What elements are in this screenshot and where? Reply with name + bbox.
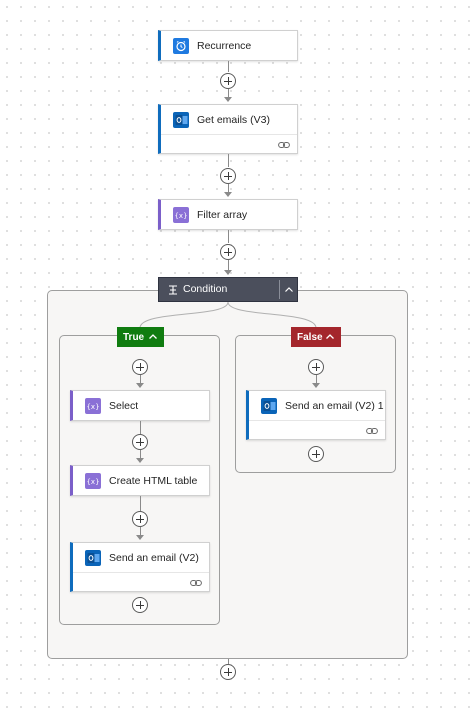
send-email-v2-label: Send an email (V2) bbox=[109, 552, 199, 564]
alarm-clock-icon bbox=[173, 38, 189, 54]
create-html-table-action-card[interactable]: {x} Create HTML table bbox=[70, 465, 210, 496]
outlook-icon bbox=[173, 112, 189, 128]
recurrence-label: Recurrence bbox=[197, 40, 252, 52]
send-email-v2-action-card[interactable]: Send an email (V2) bbox=[70, 542, 210, 592]
false-branch-toggle[interactable]: False bbox=[291, 327, 341, 347]
add-step-button[interactable] bbox=[308, 446, 324, 462]
outlook-icon bbox=[261, 398, 277, 414]
add-step-button[interactable] bbox=[220, 664, 236, 680]
filter-array-label: Filter array bbox=[197, 209, 248, 221]
add-step-button[interactable] bbox=[220, 244, 236, 260]
data-operation-icon: {x} bbox=[85, 473, 101, 489]
chevron-up-icon bbox=[326, 334, 334, 339]
svg-text:{x}: {x} bbox=[87, 478, 99, 486]
svg-text:{x}: {x} bbox=[87, 403, 99, 411]
filter-array-action-card[interactable]: {x} Filter array bbox=[158, 199, 298, 230]
select-action-card[interactable]: {x} Select bbox=[70, 390, 210, 421]
add-step-button[interactable] bbox=[132, 359, 148, 375]
svg-text:{x}: {x} bbox=[175, 212, 187, 220]
add-step-button[interactable] bbox=[220, 168, 236, 184]
add-step-button[interactable] bbox=[132, 434, 148, 450]
add-step-button[interactable] bbox=[132, 511, 148, 527]
condition-icon bbox=[169, 285, 177, 295]
link-icon bbox=[190, 580, 202, 586]
create-html-table-label: Create HTML table bbox=[109, 475, 198, 487]
false-branch-label: False bbox=[297, 331, 323, 343]
data-operation-icon: {x} bbox=[173, 207, 189, 223]
chevron-up-icon bbox=[149, 334, 157, 339]
get-emails-label: Get emails (V3) bbox=[197, 114, 270, 126]
chevron-up-icon[interactable] bbox=[284, 285, 294, 295]
condition-header[interactable]: Condition bbox=[158, 277, 298, 302]
add-step-button[interactable] bbox=[220, 73, 236, 89]
add-step-button[interactable] bbox=[308, 359, 324, 375]
recurrence-trigger-card[interactable]: Recurrence bbox=[158, 30, 298, 61]
select-label: Select bbox=[109, 400, 139, 412]
true-branch-toggle[interactable]: True bbox=[117, 327, 164, 347]
link-icon bbox=[278, 142, 290, 148]
send-email-v2-1-action-card[interactable]: Send an email (V2) 1 bbox=[246, 390, 386, 440]
outlook-icon bbox=[85, 550, 101, 566]
send-email-v2-1-label: Send an email (V2) 1 bbox=[285, 400, 384, 412]
condition-label: Condition bbox=[183, 283, 228, 295]
true-branch-label: True bbox=[123, 331, 145, 343]
link-icon bbox=[366, 428, 378, 434]
add-step-button[interactable] bbox=[132, 597, 148, 613]
get-emails-action-card[interactable]: Get emails (V3) bbox=[158, 104, 298, 154]
data-operation-icon: {x} bbox=[85, 398, 101, 414]
